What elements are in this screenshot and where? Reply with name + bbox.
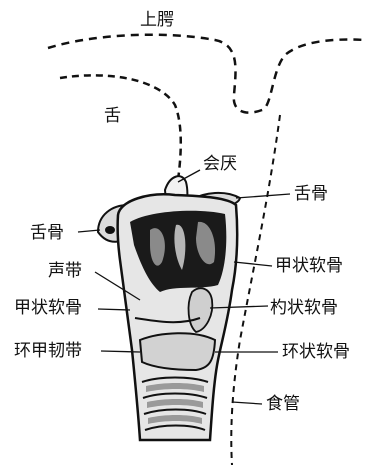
- hyoid-left-hole: [105, 226, 115, 234]
- label-thyroid-right: 甲状软骨: [275, 258, 343, 275]
- label-thyroid-left: 甲状软骨: [14, 300, 82, 317]
- label-cricoid: 环状软骨: [282, 344, 350, 361]
- palate-outline: [48, 35, 365, 113]
- label-tongue: 舌: [104, 108, 121, 125]
- label-hyoid-right: 舌骨: [294, 186, 328, 203]
- label-esophagus: 食管: [266, 396, 300, 413]
- label-vocal-cord: 声带: [48, 263, 82, 280]
- label-hyoid-left: 舌骨: [30, 225, 64, 242]
- cricoid-shape: [140, 333, 215, 370]
- label-epiglottis: 会厌: [203, 156, 237, 173]
- label-cricothyroid-ligament: 环甲韧带: [14, 343, 82, 360]
- label-arytenoid: 杓状软骨: [270, 300, 338, 317]
- tongue-outline: [60, 75, 181, 200]
- label-upper-palate: 上腭: [140, 12, 174, 29]
